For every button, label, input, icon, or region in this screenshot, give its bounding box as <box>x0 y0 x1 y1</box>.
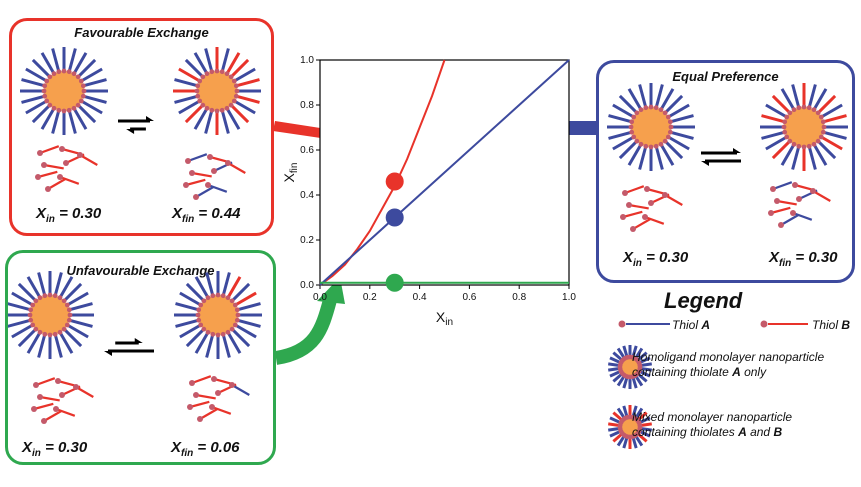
equilibrium-arrows <box>701 148 741 166</box>
mixed-icon <box>608 405 652 449</box>
x-tick-label: 0.2 <box>363 292 377 303</box>
legend-title: Legend <box>664 288 743 313</box>
x-tick-label: 1.0 <box>562 292 576 303</box>
y-axis-label: Xfin <box>281 163 300 183</box>
legend-thiol-b: Thiol B <box>812 318 851 332</box>
homoligand-icon <box>608 345 652 389</box>
legend-graphics <box>608 320 808 449</box>
mixed-particle <box>760 83 848 171</box>
x-fin-value: Xfin = 0.30 <box>769 249 838 269</box>
thiol-b-symbol <box>760 320 808 328</box>
data-marker-1 <box>385 208 404 227</box>
data-marker-2 <box>385 273 404 292</box>
thiol-a-symbol <box>618 320 670 328</box>
x-in-value: Xin = 0.30 <box>22 439 88 459</box>
panel-title: Favourable Exchange <box>74 25 209 40</box>
y-tick-label: 0.0 <box>300 280 314 291</box>
x-in-value: Xin = 0.30 <box>623 249 689 269</box>
x-tick-label: 0.6 <box>462 292 476 303</box>
equilibrium-arrows <box>104 338 154 356</box>
x-in-value: Xin = 0.30 <box>36 205 102 225</box>
unfavourable-illustration <box>8 271 262 424</box>
legend-thiol-a: Thiol A <box>672 318 711 332</box>
series-line-1 <box>319 59 570 286</box>
free-thiols-final <box>187 375 250 422</box>
free-thiols-initial <box>31 377 94 424</box>
x-fin-value: Xfin = 0.44 <box>172 205 241 225</box>
free-thiols-final <box>183 153 246 200</box>
equilibrium-arrows <box>118 116 154 134</box>
y-tick-label: 0.6 <box>300 145 314 156</box>
homoligand-particle <box>8 271 94 359</box>
x-axis-label: Xin <box>436 309 453 328</box>
y-tick-label: 0.2 <box>300 235 314 246</box>
unfavourable-exchange-panel: Unfavourable Exchange Xin = 0.30 Xfin = … <box>5 250 276 465</box>
x-tick-label: 0.8 <box>512 292 526 303</box>
y-tick-label: 0.4 <box>300 190 314 201</box>
y-tick-label: 0.8 <box>300 100 314 111</box>
x-fin-value: Xfin = 0.06 <box>171 439 240 459</box>
y-tick-label: 1.0 <box>300 55 314 66</box>
data-marker-0 <box>385 172 404 191</box>
free-thiols-initial <box>35 145 98 192</box>
homoligand-particle <box>607 83 695 171</box>
favourable-exchange-panel: Favourable Exchange Xin = 0.30 Xfin = 0.… <box>9 18 274 236</box>
x-tick-label: 0.0 <box>313 292 327 303</box>
equal-illustration <box>607 83 848 232</box>
panel-title: Unfavourable Exchange <box>66 263 215 278</box>
x-tick-label: 0.4 <box>413 292 427 303</box>
mixed-particle <box>173 47 261 135</box>
series-line-0 <box>319 59 446 286</box>
free-thiols-initial <box>620 185 683 232</box>
favourable-illustration <box>20 47 261 200</box>
equal-preference-panel: Equal Preference Xin = 0.30 Xfin = 0.30 <box>596 60 855 283</box>
panel-title: Equal Preference <box>672 69 779 84</box>
free-thiols-final <box>768 181 831 228</box>
homoligand-particle <box>20 47 108 135</box>
mixed-particle <box>174 271 262 359</box>
